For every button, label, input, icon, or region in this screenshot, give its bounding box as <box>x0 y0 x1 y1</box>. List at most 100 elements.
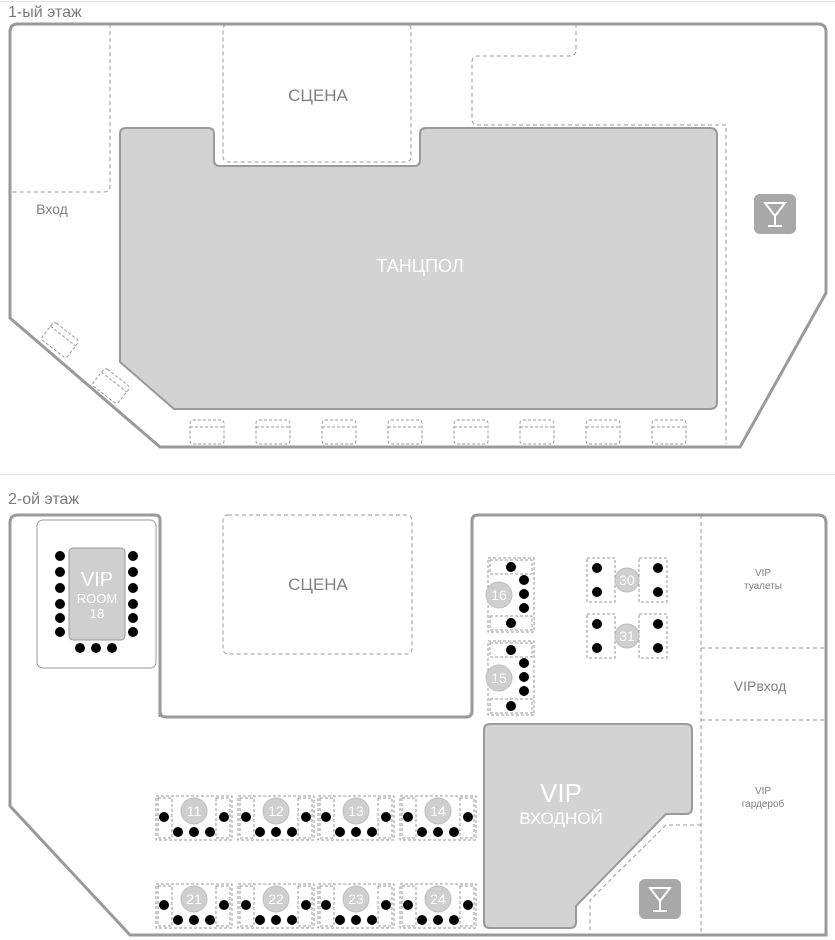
seat <box>128 613 138 623</box>
table-12[interactable]: 12 <box>237 795 315 841</box>
seat <box>351 827 361 837</box>
floor-1-plan: Вход СЦЕНА ТАНЦПОЛ <box>8 22 828 449</box>
table-14-marker[interactable]: 14 <box>424 797 452 825</box>
seat <box>189 827 199 837</box>
sofa-bottom-7[interactable] <box>585 419 621 445</box>
table-31-marker[interactable]: 31 <box>614 623 640 649</box>
table-30-marker-number: 30 <box>619 572 635 588</box>
seat <box>255 915 265 925</box>
vip-wardrobe-line2: гардероб <box>742 798 785 810</box>
sofa-bottom-8[interactable] <box>651 419 687 445</box>
seat <box>367 915 377 925</box>
seat <box>91 643 101 653</box>
seat <box>367 827 377 837</box>
vip-entrance-label: VIPвход <box>734 678 787 694</box>
table-21-marker[interactable]: 21 <box>180 885 208 913</box>
vip-entry-zone[interactable] <box>483 723 693 929</box>
table-16[interactable]: 16 <box>485 557 535 633</box>
stage-1-label: СЦЕНА <box>288 86 348 105</box>
seat <box>653 563 663 573</box>
table-13-marker-number: 13 <box>348 803 364 819</box>
seat <box>463 812 473 822</box>
seat <box>519 672 529 682</box>
dancefloor-label: ТАНЦПОЛ <box>376 256 463 276</box>
table-31[interactable]: 31 <box>586 613 668 659</box>
seat <box>189 915 199 925</box>
table-14-marker-number: 14 <box>430 803 446 819</box>
seat <box>55 599 65 609</box>
table-30-marker[interactable]: 30 <box>614 567 640 593</box>
seat <box>287 915 297 925</box>
table-24-marker[interactable]: 24 <box>424 885 452 913</box>
table-30[interactable]: 30 <box>586 557 668 603</box>
table-21[interactable]: 21 <box>155 883 233 929</box>
seat <box>107 643 117 653</box>
table-11-marker[interactable]: 11 <box>180 797 208 825</box>
seat <box>417 915 427 925</box>
vip-entry-line2: ВХОДНОЙ <box>519 809 602 828</box>
table-15-marker[interactable]: 15 <box>485 664 513 692</box>
sofa-bottom-2[interactable] <box>255 419 291 445</box>
seat <box>159 900 169 910</box>
table-13-marker[interactable]: 13 <box>342 797 370 825</box>
seat <box>506 645 516 655</box>
table-16-marker-number: 16 <box>491 587 507 603</box>
seat <box>592 563 602 573</box>
floor-2-plan: VIP ROOM 18 СЦЕНА VIP туалеты VIPвход VI… <box>8 513 828 937</box>
seat <box>519 575 529 585</box>
seat <box>433 915 443 925</box>
sofa-bottom-4[interactable] <box>387 419 423 445</box>
table-12-marker-number: 12 <box>268 803 284 819</box>
table-24[interactable]: 24 <box>399 883 477 929</box>
seat <box>321 812 331 822</box>
table-14[interactable]: 14 <box>399 795 477 841</box>
seat <box>417 827 427 837</box>
sofa-diag-2[interactable] <box>92 367 131 404</box>
sofa-bottom-5[interactable] <box>453 419 489 445</box>
seat <box>128 599 138 609</box>
table-15[interactable]: 15 <box>485 640 535 716</box>
vip-room-line1: VIP <box>81 569 113 591</box>
table-12-marker[interactable]: 12 <box>262 797 290 825</box>
seat <box>55 551 65 561</box>
seat <box>653 619 663 629</box>
seat <box>205 915 215 925</box>
seat <box>463 900 473 910</box>
seat <box>403 900 413 910</box>
seat <box>592 643 602 653</box>
table-16-marker[interactable]: 16 <box>485 581 513 609</box>
vip-room-line3: 18 <box>90 606 104 621</box>
seat <box>205 827 215 837</box>
sofa-bottom-6[interactable] <box>519 419 555 445</box>
seat <box>55 567 65 577</box>
vip-toilets-line2: туалеты <box>744 581 782 592</box>
table-23-marker[interactable]: 23 <box>342 885 370 913</box>
table-22-marker[interactable]: 22 <box>262 885 290 913</box>
bar-2-cocktail-icon[interactable] <box>639 879 681 919</box>
stage-1 <box>222 23 412 163</box>
seat <box>449 827 459 837</box>
dancefloor[interactable] <box>119 127 718 410</box>
seat <box>519 658 529 668</box>
table-24-marker-number: 24 <box>430 891 446 907</box>
seat <box>381 900 391 910</box>
bar-1-cocktail-icon[interactable] <box>754 194 796 234</box>
table-13[interactable]: 13 <box>317 795 395 841</box>
seat <box>381 812 391 822</box>
seat <box>403 812 413 822</box>
sofa-diag-1[interactable] <box>41 321 80 358</box>
seat <box>219 812 229 822</box>
table-23[interactable]: 23 <box>317 883 395 929</box>
sofa-bottom-1[interactable] <box>189 419 225 445</box>
table-31-marker-number: 31 <box>619 628 635 644</box>
seat <box>241 812 251 822</box>
table-21-marker-number: 21 <box>186 891 202 907</box>
seat <box>519 603 529 613</box>
seat <box>128 567 138 577</box>
seat <box>351 915 361 925</box>
sofa-bottom-3[interactable] <box>321 419 357 445</box>
table-22[interactable]: 22 <box>237 883 315 929</box>
seat <box>506 701 516 711</box>
table-11[interactable]: 11 <box>155 795 233 841</box>
